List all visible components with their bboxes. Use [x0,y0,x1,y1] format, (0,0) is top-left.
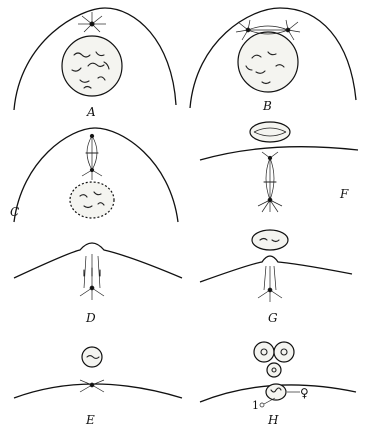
panel-a-label: A [86,105,96,119]
panel-g-label: G [268,311,278,325]
panel-d-label: D [85,311,96,325]
panel-g-spindle [258,266,282,302]
panel-h-polar-body-3 [267,363,281,377]
panel-f: F [200,122,358,212]
panel-h-label: H [267,413,279,427]
panel-c: C [10,128,178,222]
panel-h-polar-body-1 [254,342,274,362]
panel-b: B [190,8,356,113]
panel-g-polar-body [252,230,288,250]
panel-h-marker-1: 1 [252,399,259,412]
panel-e-label: E [85,413,95,427]
panel-e: E [14,347,182,427]
panel-f-egg-surface [200,147,358,160]
panel-h-female-pronucleus [266,384,286,400]
panel-b-label: B [262,99,272,113]
panel-f-label: F [339,187,349,201]
panel-f-polar-body [250,122,290,142]
panel-d-chromosomes [84,268,100,276]
panel-g: G [200,230,352,325]
panel-c-spindle [82,134,102,180]
panel-h: 1 ♀ H [200,342,356,427]
panel-d-spindle [80,254,104,300]
panel-a-aster [78,12,106,32]
panel-a: A [14,8,176,119]
panel-c-female-pronucleus [70,182,114,218]
panel-h-female-symbol: ♀ [300,386,309,400]
panel-h-pointer-1 [260,398,275,407]
panel-e-aster [80,380,104,392]
panel-c-label: C [10,205,19,219]
panel-e-egg-surface [14,384,182,398]
panel-h-polar-body-2 [274,342,294,362]
panel-g-egg-surface [200,256,352,282]
panel-d: D [14,243,182,325]
panel-a-nucleus [62,36,122,96]
